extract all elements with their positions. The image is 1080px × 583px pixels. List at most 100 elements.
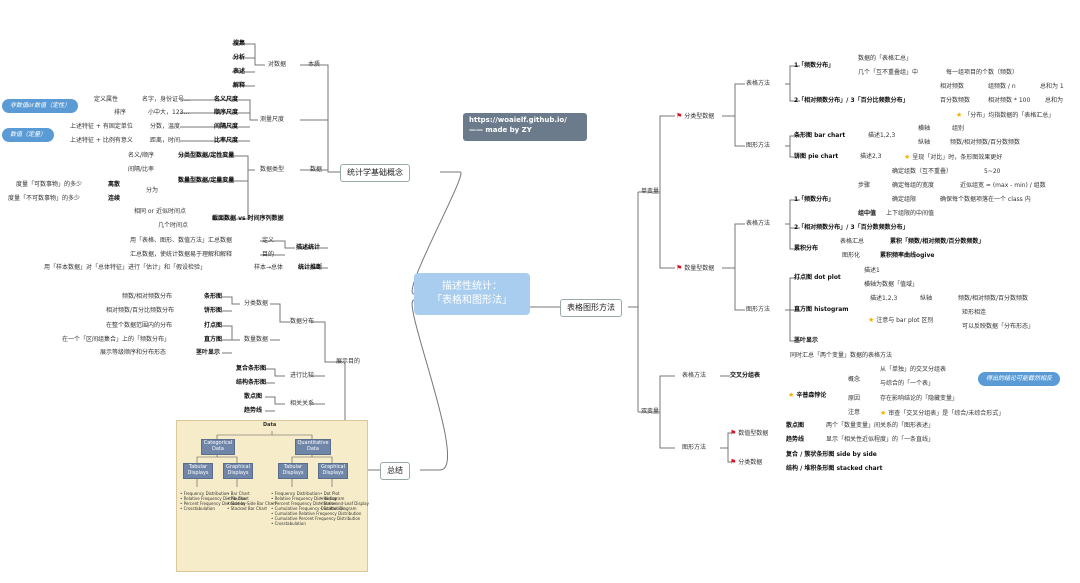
label-note: 注意 (848, 409, 861, 416)
pct-c: 总和为 (1045, 97, 1064, 104)
dist-note: ★ 「分布」均指数据的「表格汇总」 (956, 111, 1054, 120)
pie-a: 描述2,3 (860, 153, 882, 160)
continuous-label: 连续 (108, 195, 121, 202)
bar-c: 组别 (952, 125, 965, 132)
inference-label: 统计推断 (298, 264, 323, 271)
trend-desc: 显示「相关性近似程度」的「一条直线」 (826, 436, 935, 443)
label-guanxi: 相关关系 (290, 400, 315, 407)
hist-e: 矩形相连 (962, 309, 987, 316)
label-univariate: 单变量 (641, 188, 660, 195)
label-mudi: 目的 (262, 251, 275, 258)
cumulative: 累积分布 (794, 245, 819, 252)
label-graph-method-q: 图形方法 (746, 306, 771, 313)
diagram-graphical: Graphical Displays (318, 463, 348, 479)
diagram-list-item: • Frequency Distribution (180, 491, 229, 496)
note-desc-text: 审查「交叉分组表」是「综合/未综合形式」 (888, 410, 1005, 417)
label-zhanshi: 展示目的 (336, 358, 361, 365)
scale-example: 名字，身份证号… (142, 96, 191, 103)
note-desc: ★ 审查「交叉分组表」是「综合/未综合形式」 (880, 409, 1004, 418)
pct-a: 百分数频数 (940, 97, 971, 104)
scale-name: 顺序尺度 (214, 109, 239, 116)
pie-chart: 饼图 pie chart (794, 153, 839, 160)
author-url[interactable]: https://woaielf.github.io/ (469, 116, 567, 124)
topic-summary[interactable]: 总结 (380, 462, 410, 480)
row-chart: 茎叶显示 (196, 349, 221, 356)
rel-b: 组频数 / n (988, 83, 1016, 90)
cat-data-text: 分类数据 (738, 459, 763, 466)
hist-d: ★ 注意与 bar plot 区别 (868, 316, 933, 325)
cum-d: 累积频率曲线ogive (880, 252, 935, 259)
diagram-list-item: • Bar Chart (227, 491, 250, 496)
star-icon: ★ (956, 111, 963, 119)
diagram-list-item: • Cumulative Relative Frequency Distribu… (271, 511, 362, 516)
row-desc: 相对频数/百分比频数分布 (106, 307, 175, 314)
dot-b: 横轴为数据「值域」 (864, 281, 919, 288)
author-banner: https://woaielf.github.io/ —— made by ZY (463, 113, 587, 141)
dot-plot: 打点图 dot plot (794, 274, 841, 281)
descstat-label: 描述统计 (296, 244, 321, 251)
diagram-list-item: • Pie Chart (227, 496, 249, 501)
bar-chart: 条形图 bar chart (794, 132, 846, 139)
label-fenwei: 分为 (146, 187, 159, 194)
descstat-purpose: 汇总数据，使统计数据易于理解和解释 (130, 251, 233, 258)
label-graph-method-b: 图形方法 (682, 444, 707, 451)
label-ding: 定义 (262, 237, 275, 244)
simpson-e2: 与综合的「一个表」 (880, 380, 935, 387)
type-desc: 间隔/比率 (128, 166, 155, 173)
scale-desc: 上述特征 + 有固定单位 (70, 123, 133, 130)
inference-note: 样本→总体 (254, 264, 284, 271)
simpson-text: 辛普森悖论 (796, 392, 827, 399)
diagram-list-item: • Relative Frequency Distribution (271, 496, 338, 501)
topic-basics[interactable]: 统计学基础概念 (340, 164, 410, 182)
cause-desc: 存在影响结论的「隐藏变量」 (880, 395, 959, 402)
label-quantitative-data: ⚑ 数量型数据 (676, 264, 714, 273)
dist-note-text: 「分布」均指数据的「表格汇总」 (964, 112, 1055, 119)
diagram-data: Data (263, 422, 277, 428)
side-by-side: 复合 / 簇状条形图 side by side (786, 451, 877, 458)
step3: 确定组限 (892, 196, 917, 203)
op-item: 解释 (233, 82, 246, 89)
diagram-tabular: Tabular Displays (183, 463, 213, 479)
author-credit: —— made by ZY (469, 126, 532, 134)
stacked: 结构 / 堆积条形图 stacked chart (786, 465, 883, 472)
summary-diagram: Data Categorical Data Quantitative Data … (176, 420, 370, 572)
step1b: 5~20 (984, 168, 1001, 175)
bar-b: 横轴 (918, 125, 931, 132)
row-desc: 展示等级顺序和分布形态 (100, 349, 167, 356)
label-celiang: 测量尺度 (260, 116, 285, 123)
chart-fuhe: 复合条形图 (236, 365, 267, 372)
row-chart: 直方图 (204, 336, 223, 343)
freq-d1: 数据的「表格汇总」 (858, 55, 913, 62)
topic-methods[interactable]: 表格图形方法 (560, 299, 622, 317)
chart-qushi: 趋势线 (244, 407, 263, 414)
continuous-desc: 度量「不可数事物」的多少 (8, 195, 81, 202)
diagram-list-quant-tab: • Frequency Distribution• Relative Frequ… (271, 491, 361, 526)
label-bivariate: 双变量 (641, 408, 660, 415)
chart-jiegou: 结构条形图 (236, 379, 267, 386)
diagram-list-item: • Crosstabulation (271, 521, 306, 526)
label-graph-method: 图形方法 (746, 142, 771, 149)
scale-name: 比率尺度 (214, 137, 239, 144)
central-topic[interactable]: 描述性统计： 「表格和图形法」 (414, 273, 530, 315)
label-shuju: 数据 (310, 166, 323, 173)
scale-example: 分数，温度 (150, 123, 181, 130)
q-rel-dist: 2「相对频数分布」/ 3「百分数频数分布」 (794, 224, 909, 231)
rel-a: 相对频数 (940, 83, 965, 90)
label-benzhi: 本质 (308, 61, 321, 68)
discrete-label: 离散 (108, 181, 121, 188)
bar-d: 纵轴 (918, 139, 931, 146)
diagram-list-item: • Histogram (320, 496, 345, 501)
diagram-list-item: • Stem-and-Leaf Display (320, 501, 370, 506)
star-icon: ★ (868, 316, 875, 324)
scale-example: 距离，时间 (150, 137, 181, 144)
step2: 确定每组的宽度 (892, 182, 935, 189)
midpoint: 组中值 (858, 210, 877, 217)
scatter-desc: 两个「数量变量」间关系的「图形表述」 (826, 422, 935, 429)
label-cause: 原因 (848, 395, 861, 402)
flag-icon: ⚑ (730, 429, 737, 437)
diagram-list-item: • Cumulative Frequency Distribution (271, 506, 345, 511)
midpoint-desc: 上下组限的中间值 (886, 210, 935, 217)
label-categorical-data: ⚑ 分类型数据 (676, 112, 714, 121)
cross-intro: 同时汇总「两个变量」数据的表格方法 (790, 352, 893, 359)
